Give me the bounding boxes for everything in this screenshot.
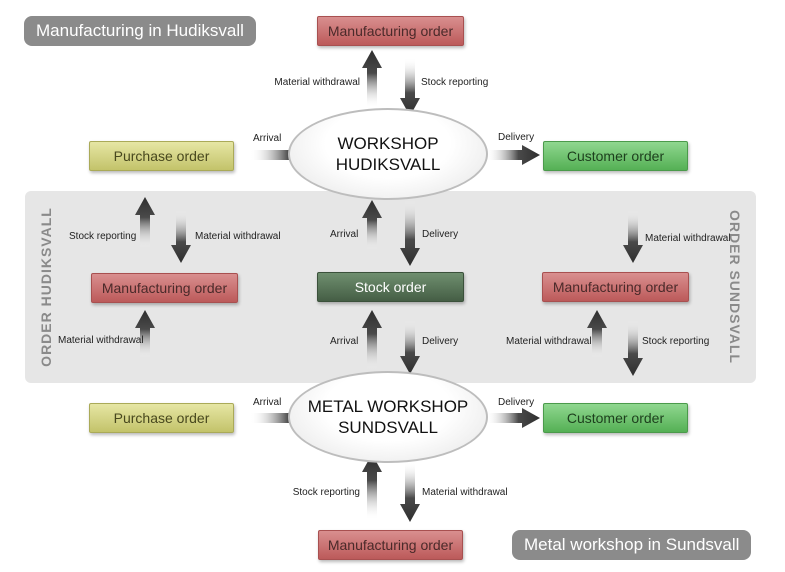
label-mid-arrival-lower: Arrival: [330, 336, 359, 347]
label-left-reporting: Stock reporting: [69, 231, 137, 242]
customer-order-bottom: Customer order: [543, 403, 688, 433]
arrow-delivery-top: [486, 145, 540, 165]
metal-workshop-sundsvall-tag: Metal workshop in Sundsvall: [512, 530, 752, 560]
arrow-left-withdrawal-lower: [135, 310, 155, 358]
label-right-withdrawal-lower: Material withdrawal: [506, 336, 592, 347]
label-mid-arrival-upper: Arrival: [330, 229, 359, 240]
arrow-delivery-bottom: [486, 408, 540, 428]
arrow-right-withdrawal-upper: [623, 210, 643, 263]
label-right-withdrawal-upper: Material withdrawal: [645, 233, 731, 244]
customer-order-top: Customer order: [543, 141, 688, 171]
metal-workshop-sundsvall-line1: METAL WORKSHOP: [307, 397, 469, 416]
purchase-order-bottom: Purchase order: [89, 403, 234, 433]
label-bottom-arrival: Arrival: [253, 397, 282, 408]
manufacturing-order-left: Manufacturing order: [91, 273, 238, 303]
metal-workshop-sundsvall-line2: SUNDSVALL: [338, 418, 438, 437]
label-right-reporting: Stock reporting: [642, 336, 710, 347]
workshop-hudiksvall-node: WORKSHOP HUDIKSVALL: [288, 108, 488, 200]
manufacturing-order-top: Manufacturing order: [317, 16, 464, 46]
stock-order: Stock order: [317, 272, 464, 302]
label-left-withdrawal-upper: Material withdrawal: [195, 231, 281, 242]
label-top-reporting: Stock reporting: [421, 77, 489, 88]
arrow-mid-arrival-lower: [362, 310, 382, 370]
label-mid-delivery-lower: Delivery: [422, 336, 459, 347]
arrow-mid-delivery-upper: [400, 200, 420, 266]
arrow-mid-delivery-lower: [400, 320, 420, 374]
manufacturing-hudiksvall-tag: Manufacturing in Hudiksvall: [24, 16, 256, 46]
label-mid-delivery-upper: Delivery: [422, 229, 459, 240]
workshop-hudiksvall-line2: HUDIKSVALL: [335, 155, 441, 174]
label-bottom-reporting: Stock reporting: [292, 487, 360, 498]
arrow-right-withdrawal-lower: [587, 310, 607, 358]
label-top-arrival: Arrival: [253, 133, 282, 144]
manufacturing-order-right: Manufacturing order: [542, 272, 689, 302]
arrow-top-withdrawal: [362, 50, 382, 108]
arrow-bottom-withdrawal: [400, 462, 420, 522]
arrow-left-reporting: [135, 197, 155, 248]
label-top-delivery: Delivery: [498, 132, 535, 143]
label-left-withdrawal-lower: Material withdrawal: [58, 335, 144, 346]
arrow-left-withdrawal-upper: [171, 210, 191, 263]
metal-workshop-sundsvall-node: METAL WORKSHOP SUNDSVALL: [288, 371, 488, 463]
label-bottom-delivery: Delivery: [498, 397, 535, 408]
arrow-bottom-reporting: [362, 454, 382, 520]
arrow-mid-arrival-upper: [362, 200, 382, 250]
label-top-withdrawal: Material withdrawal: [274, 77, 360, 88]
arrow-top-reporting: [400, 58, 420, 116]
manufacturing-order-bottom: Manufacturing order: [318, 530, 463, 560]
workshop-hudiksvall-line1: WORKSHOP: [337, 134, 439, 153]
arrow-right-reporting: [623, 320, 643, 376]
purchase-order-top: Purchase order: [89, 141, 234, 171]
label-bottom-withdrawal: Material withdrawal: [422, 487, 508, 498]
